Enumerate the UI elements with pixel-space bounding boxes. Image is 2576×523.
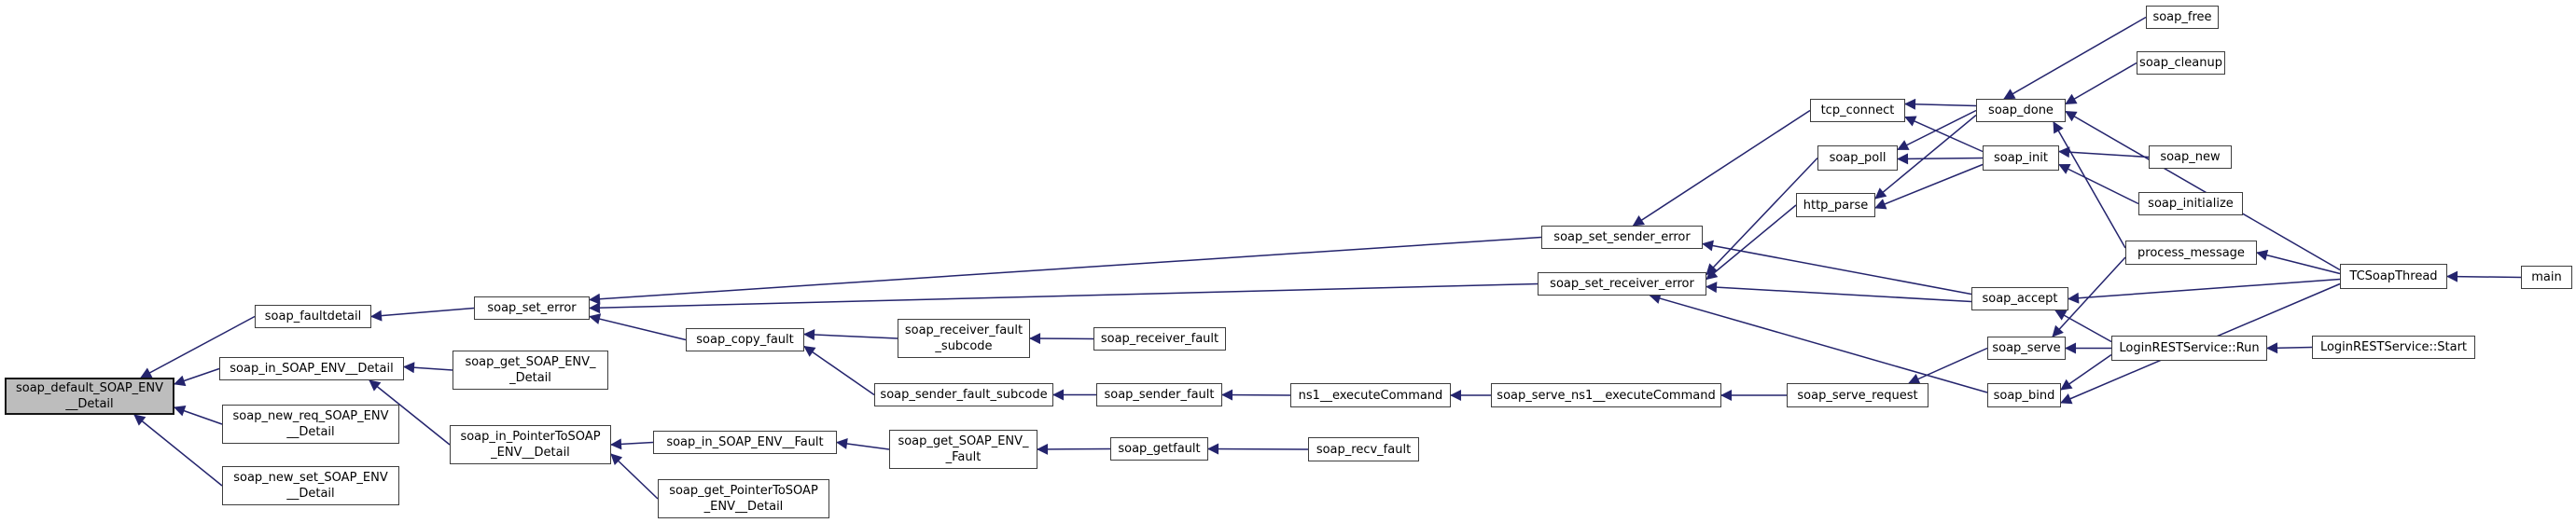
node-soap_set_receiver_error[interactable]: soap_set_receiver_error: [1538, 272, 1706, 296]
node-soap_recv_fault[interactable]: soap_recv_fault: [1308, 437, 1419, 461]
edge-soap_accept-calls-soap_set_receiver_error: [1706, 282, 1972, 303]
node-soap_get_SOAP_ENV__Fault[interactable]: soap_get_SOAP_ENV_ _Fault: [889, 430, 1037, 469]
node-soap_default_SOAP_ENV__Detail: soap_default_SOAP_ENV __Detail: [5, 378, 174, 415]
edge-soap_init-calls-tcp_connect: [1904, 116, 1984, 153]
edge-soap_cleanup-calls-soap_done: [2065, 62, 2137, 105]
node-TCSoapThread[interactable]: TCSoapThread: [2340, 264, 2447, 289]
node-soap_set_sender_error[interactable]: soap_set_sender_error: [1541, 226, 1703, 249]
node-soap_sender_fault[interactable]: soap_sender_fault: [1096, 383, 1222, 406]
node-soap_bind[interactable]: soap_bind: [1987, 383, 2061, 407]
node-soap_get_SOAP_ENV__Detail[interactable]: soap_get_SOAP_ENV_ _Detail: [453, 351, 608, 390]
edge-soap_copy_fault-calls-soap_set_error: [589, 313, 687, 341]
edge-http_parse-calls-soap_set_receiver_error: [1706, 204, 1797, 281]
edge-TCSoapThread-calls-process_message: [2256, 249, 2341, 275]
edge-soap_accept-calls-soap_set_sender_error: [1702, 240, 1972, 296]
node-soap_faultdetail[interactable]: soap_faultdetail: [255, 305, 371, 328]
node-LoginRESTService-Start[interactable]: LoginRESTService::Start: [2312, 336, 2475, 359]
edge-TCSoapThread-calls-soap_accept: [2068, 278, 2341, 304]
edge-soap_poll-calls-soap_set_receiver_error: [1706, 157, 1818, 276]
edge-soap_in_PointerToSOAP_ENV__Detail-calls-soap_in_SOAP_ENV__Detail: [369, 379, 451, 446]
node-soap_in_SOAP_ENV__Fault[interactable]: soap_in_SOAP_ENV__Fault: [653, 431, 837, 454]
node-soap_serve[interactable]: soap_serve: [1987, 337, 2066, 360]
edge-soap_done-calls-http_parse: [1874, 114, 1977, 200]
edge-soap_receiver_fault_subcode-calls-soap_copy_fault: [803, 329, 898, 340]
edge-soap_set_sender_error-calls-soap_set_error: [589, 236, 1542, 305]
edge-LoginRESTService::Start-calls-LoginRESTService::Run: [2266, 342, 2313, 354]
node-soap_init[interactable]: soap_init: [1983, 145, 2059, 171]
node-soap_new_req_SOAP_ENV__Detail[interactable]: soap_new_req_SOAP_ENV __Detail: [222, 405, 399, 444]
edge-soap_in_SOAP_ENV__Detail-calls-soap_default_SOAP_ENV__Detail: [174, 367, 220, 387]
edge-soap_new_set_SOAP_ENV__Detail-calls-soap_default_SOAP_ENV__Detail: [133, 414, 223, 487]
edge-process_message-calls-soap_serve: [2052, 256, 2126, 337]
edge-LoginRESTService::Run-calls-soap_accept: [2054, 310, 2112, 343]
node-soap_in_SOAP_ENV__Detail[interactable]: soap_in_SOAP_ENV__Detail: [219, 357, 404, 380]
node-soap_accept[interactable]: soap_accept: [1971, 287, 2068, 310]
node-soap_new[interactable]: soap_new: [2149, 145, 2232, 169]
node-soap_free[interactable]: soap_free: [2146, 6, 2219, 29]
edge-soap_recv_fault-calls-soap_getfault: [1207, 443, 1309, 455]
edge-soap_in_SOAP_ENV__Fault-calls-soap_in_PointerToSOAP_ENV__Detail: [610, 438, 654, 450]
node-http_parse[interactable]: http_parse: [1796, 193, 1875, 217]
edge-soap_faultdetail-calls-soap_default_SOAP_ENV__Detail: [140, 315, 256, 378]
node-tcp_connect[interactable]: tcp_connect: [1810, 99, 1905, 122]
node-main[interactable]: main: [2521, 266, 2572, 289]
node-soap_serve_request[interactable]: soap_serve_request: [1787, 383, 1929, 407]
node-soap_copy_fault[interactable]: soap_copy_fault: [686, 328, 804, 351]
node-soap_initialize[interactable]: soap_initialize: [2138, 192, 2243, 215]
edge-soap_initialize-calls-soap_init: [2058, 163, 2139, 205]
node-soap_poll[interactable]: soap_poll: [1817, 145, 1898, 171]
edge-process_message-calls-soap_done: [2053, 121, 2126, 249]
edge-soap_sender_fault_subcode-calls-soap_copy_fault: [803, 345, 875, 396]
edge-soap_get_SOAP_ENV__Detail-calls-soap_in_SOAP_ENV__Detail: [403, 362, 453, 374]
edge-soap_new_req_SOAP_ENV__Detail-calls-soap_default_SOAP_ENV__Detail: [174, 406, 223, 425]
edge-ns1__executeCommand-calls-soap_sender_fault: [1221, 389, 1291, 401]
node-ns1__executeCommand[interactable]: ns1__executeCommand: [1290, 383, 1451, 407]
node-soap_get_PointerToSOAP_ENV__Detail[interactable]: soap_get_PointerToSOAP _ENV__Detail: [658, 479, 829, 518]
edge-main-calls-TCSoapThread: [2446, 270, 2522, 282]
edge-soap_bind-calls-soap_set_receiver_error: [1649, 293, 1988, 393]
node-soap_done[interactable]: soap_done: [1976, 99, 2066, 122]
node-LoginRESTService-Run[interactable]: LoginRESTService::Run: [2111, 336, 2267, 361]
edge-soap_init-calls-http_parse: [1874, 163, 1984, 210]
edge-soap_done-calls-soap_poll: [1897, 109, 1977, 151]
node-process_message[interactable]: process_message: [2125, 241, 2257, 265]
edge-TCSoapThread-calls-soap_done: [2065, 110, 2341, 271]
node-soap_getfault[interactable]: soap_getfault: [1110, 437, 1208, 461]
edge-soap_get_SOAP_ENV__Fault-calls-soap_in_SOAP_ENV__Fault: [836, 438, 890, 450]
edge-soap_getfault-calls-soap_get_SOAP_ENV__Fault: [1037, 443, 1111, 455]
edge-soap_receiver_fault-calls-soap_receiver_fault_subcode: [1029, 333, 1094, 345]
edge-soap_init-calls-soap_poll: [1897, 153, 1984, 165]
node-soap_receiver_fault[interactable]: soap_receiver_fault: [1093, 327, 1226, 351]
edge-soap_free-calls-soap_done: [2003, 16, 2147, 100]
edge-soap_serve-calls-soap_serve_request: [1908, 347, 1988, 384]
edge-soap_set_receiver_error-calls-soap_set_error: [589, 282, 1539, 314]
node-soap_set_error[interactable]: soap_set_error: [474, 296, 590, 320]
edge-soap_get_PointerToSOAP_ENV__Detail-calls-soap_in_PointerToSOAP_ENV__Detail: [610, 453, 659, 500]
node-soap_sender_fault_subcode[interactable]: soap_sender_fault_subcode: [874, 383, 1053, 406]
node-soap_new_set_SOAP_ENV__Detail[interactable]: soap_new_set_SOAP_ENV __Detail: [222, 466, 399, 505]
edge-soap_done-calls-tcp_connect: [1904, 98, 1977, 110]
node-soap_in_PointerToSOAP_ENV__Detail[interactable]: soap_in_PointerToSOAP _ENV__Detail: [450, 425, 611, 464]
edge-soap_new-calls-soap_init: [2058, 146, 2150, 158]
edge-soap_set_error-calls-soap_faultdetail: [370, 307, 475, 322]
edge-LoginRESTService::Run-calls-soap_bind: [2060, 353, 2112, 391]
node-soap_receiver_fault_subcode[interactable]: soap_receiver_fault _subcode: [898, 319, 1030, 358]
edge-tcp_connect-calls-soap_set_sender_error: [1632, 109, 1811, 227]
node-soap_cleanup[interactable]: soap_cleanup: [2137, 51, 2225, 75]
node-soap_serve_ns1__executeCommand[interactable]: soap_serve_ns1__executeCommand: [1491, 383, 1721, 407]
edge-group: [133, 16, 2522, 500]
